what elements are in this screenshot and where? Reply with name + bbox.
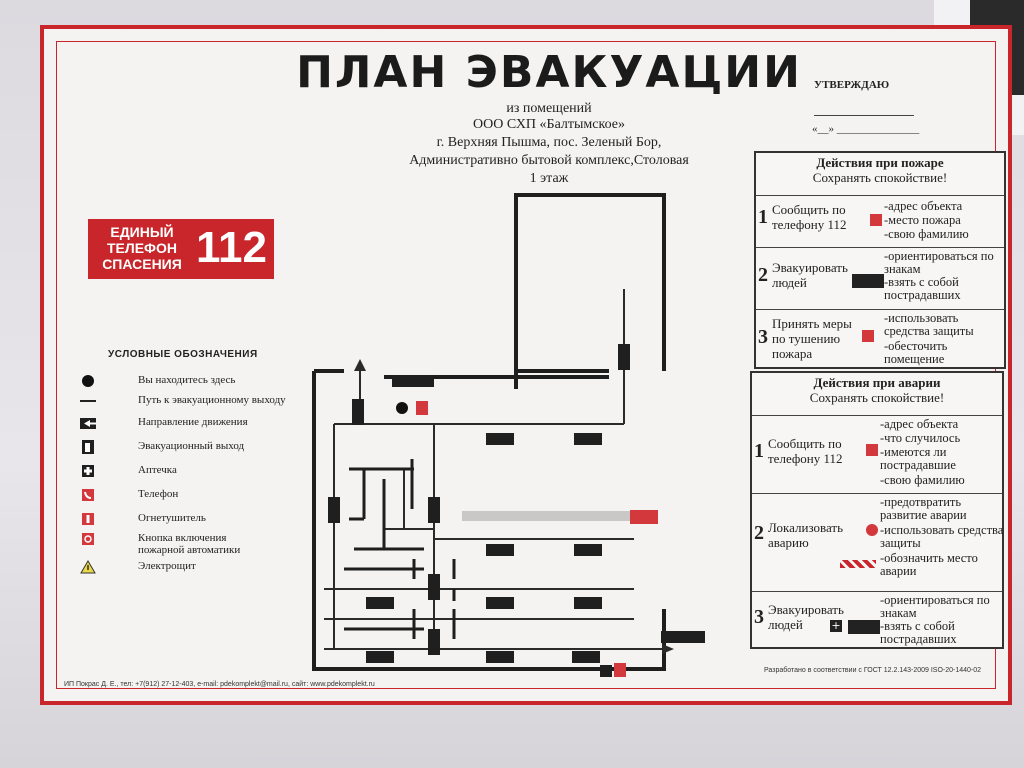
evacuation-plan-sheet: ПЛАН ЭВАКУАЦИИ из помещений ООО СХП «Бал… — [40, 25, 1012, 705]
corridor-highlight — [462, 511, 630, 521]
emergency-exit-icon — [82, 440, 94, 454]
direction-sign-icon — [80, 418, 96, 429]
phone-marker — [630, 510, 658, 524]
route-line-icon — [80, 400, 96, 402]
subtitle-line-5: 1 этаж — [529, 171, 569, 186]
approve-signature-line — [814, 115, 914, 116]
you-are-here-marker — [396, 402, 408, 414]
emergency-phone-label: ЕДИНЫЙ ТЕЛЕФОН СПАСЕНИЯ — [102, 224, 182, 272]
you-are-here-icon — [82, 375, 94, 387]
direction-signs — [328, 344, 705, 663]
phone-icon — [870, 214, 882, 226]
direction-sign-icon — [852, 274, 884, 288]
accident-step-1: 1 Сообщить по телефону 112 -адрес объект… — [752, 415, 1002, 492]
subtitle-line-4: Административно бытовой комплекс,Столова… — [409, 153, 689, 168]
fire-extinguisher-icon — [82, 513, 94, 525]
fire-extinguisher-marker-2 — [614, 663, 626, 677]
direction-sign-icon — [848, 620, 880, 634]
phone-icon — [82, 489, 94, 501]
standard-footer: Разработано в соответствии с ГОСТ 12.2.1… — [764, 667, 982, 674]
fire-step-2: 2 Эвакуировать людей -ориентироваться по… — [756, 247, 1004, 308]
phone-icon — [866, 444, 878, 456]
subtitle-line-2: ООО СХП «Балтымское» — [473, 117, 625, 132]
publisher-footer: ИП Покрас Д. Е., тел: +7(912) 27-12-403,… — [64, 681, 375, 688]
floor-plan — [312, 193, 705, 677]
subtitle-line-1: из помещений — [506, 101, 592, 116]
hazard-hatch-icon — [840, 560, 876, 568]
route-lines — [324, 289, 664, 650]
electrical-panel-icon — [80, 560, 96, 574]
fire-step-1: 1 Сообщить по телефону 112 -адрес объект… — [756, 195, 1004, 246]
emergency-phone-box: ЕДИНЫЙ ТЕЛЕФОН СПАСЕНИЯ 112 — [88, 219, 274, 279]
exit-arrows — [354, 359, 674, 654]
legend-title: УСЛОВНЫЕ ОБОЗНАЧЕНИЯ — [108, 349, 258, 360]
inner-partitions — [344, 459, 456, 639]
subtitle-line-3: г. Верхняя Пышма, пос. Зеленый Бор, — [436, 135, 662, 150]
accident-step-2: 2 Локализовать аварию -предотвратить раз… — [752, 493, 1003, 590]
emergency-phone-number: 112 — [196, 223, 267, 272]
first-aid-icon: + — [830, 619, 842, 632]
fire-extinguisher-icon — [862, 330, 874, 342]
fire-step-3: 3 Принять меры по тушению пожара -исполь… — [756, 309, 1004, 370]
fire-extinguisher-marker — [416, 401, 428, 415]
approve-date: «__» _______________ — [812, 123, 920, 135]
fire-alarm-button-icon — [866, 524, 878, 536]
approve-label: УТВЕРЖДАЮ — [814, 79, 890, 91]
page-title: ПЛАН ЭВАКУАЦИИ — [296, 47, 802, 98]
first-aid-marker — [600, 665, 612, 677]
fire-alarm-button-icon — [82, 533, 94, 545]
first-aid-icon — [82, 465, 94, 477]
accident-step-3: 3 Эвакуировать людей + -ориентироваться … — [752, 591, 1002, 650]
